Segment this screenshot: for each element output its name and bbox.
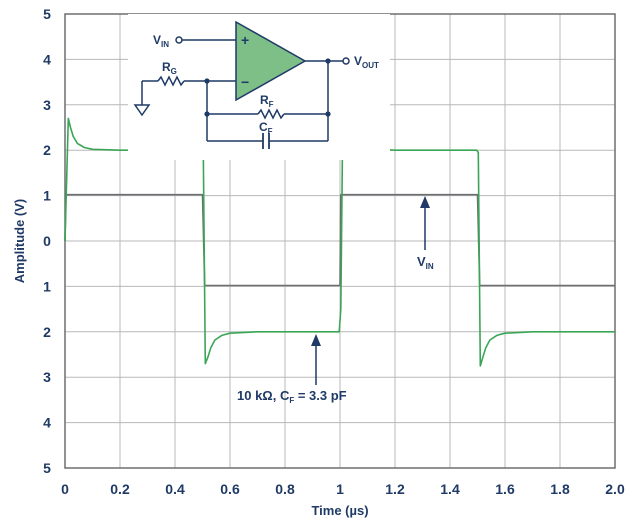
annotation-vin: VIN	[417, 196, 434, 271]
opamp-minus-sign: −	[241, 74, 249, 90]
rg-sub: G	[171, 67, 177, 76]
x-tick-label: 0.6	[220, 481, 240, 497]
rg-text: R	[162, 60, 171, 74]
rf-sub: F	[269, 100, 274, 109]
rf-resistor	[257, 108, 285, 120]
rg-label: RG	[162, 60, 177, 76]
y-tick-labels: 5 4 3 2 1 0 1 2 3 4 5	[43, 6, 51, 476]
vin-circ-text: V	[153, 33, 161, 47]
vout-circ-sub: OUT	[362, 61, 379, 70]
rc-ann-suffix: = 3.3 pF	[294, 388, 346, 403]
x-tick-labels: 0 0.2 0.4 0.6 0.8 1 1.2 1.4 1.6 1.8 2.0	[61, 481, 625, 497]
vout-circuit-label: VOUT	[354, 54, 379, 70]
ground-icon	[133, 104, 151, 117]
series-line-vout	[64, 115, 615, 367]
rf-text: R	[260, 93, 269, 107]
y-tick-label: 5	[43, 6, 51, 22]
rf-label: RF	[260, 93, 274, 109]
vin-arrow-head	[420, 196, 430, 208]
x-tick-label: 1.6	[495, 481, 515, 497]
opamp-plus-sign: +	[241, 32, 249, 48]
y-tick-label: 3	[43, 369, 51, 385]
x-tick-label: 0.8	[275, 481, 295, 497]
y-tick-label: 4	[43, 415, 51, 431]
rc-arrow-head	[311, 334, 321, 346]
cf-text: C	[259, 120, 268, 134]
y-tick-label: 4	[43, 51, 51, 67]
vin-ann-sub: IN	[426, 262, 434, 271]
cf-label: CF	[259, 120, 273, 136]
rc-ann-text: 10 kΩ, C	[237, 388, 290, 403]
x-axis-label: Time (µs)	[311, 503, 368, 518]
y-tick-label: 1	[43, 278, 51, 294]
vin-ann-text: V	[417, 254, 426, 269]
x-tick-label: 1	[336, 481, 344, 497]
series-group	[64, 115, 615, 367]
vin-terminal	[175, 36, 183, 44]
circuit-diagram: + − VIN VOUT RG RF CF	[128, 14, 390, 160]
rc-ann-sub: F	[289, 396, 294, 405]
vin-circuit-label: VIN	[153, 33, 169, 49]
annotation-rc: 10 kΩ, CF = 3.3 pF	[237, 334, 347, 405]
x-tick-label: 0.4	[165, 481, 185, 497]
y-tick-label: 2	[43, 324, 51, 340]
x-tick-label: 0.2	[110, 481, 130, 497]
y-tick-label: 3	[43, 97, 51, 113]
vout-circ-text: V	[354, 54, 362, 68]
x-tick-label: 0	[61, 481, 69, 497]
y-axis-label: Amplitude (V)	[12, 199, 27, 284]
x-tick-label: 1.8	[550, 481, 570, 497]
y-tick-label: 5	[43, 460, 51, 476]
rc-annotation-label: 10 kΩ, CF = 3.3 pF	[237, 388, 347, 405]
vin-circ-sub: IN	[161, 40, 169, 49]
y-tick-label: 2	[43, 142, 51, 158]
series-line-vin	[64, 193, 615, 287]
x-tick-label: 1.4	[440, 481, 460, 497]
x-tick-label: 1.2	[385, 481, 405, 497]
vout-terminal	[342, 57, 350, 65]
rg-resistor	[157, 75, 185, 87]
opamp-symbol	[235, 20, 307, 102]
y-tick-label: 0	[43, 233, 51, 249]
vin-annotation-label: VIN	[417, 254, 434, 271]
x-tick-label: 2.0	[605, 481, 625, 497]
y-tick-label: 1	[43, 188, 51, 204]
cf-sub: F	[268, 127, 273, 136]
